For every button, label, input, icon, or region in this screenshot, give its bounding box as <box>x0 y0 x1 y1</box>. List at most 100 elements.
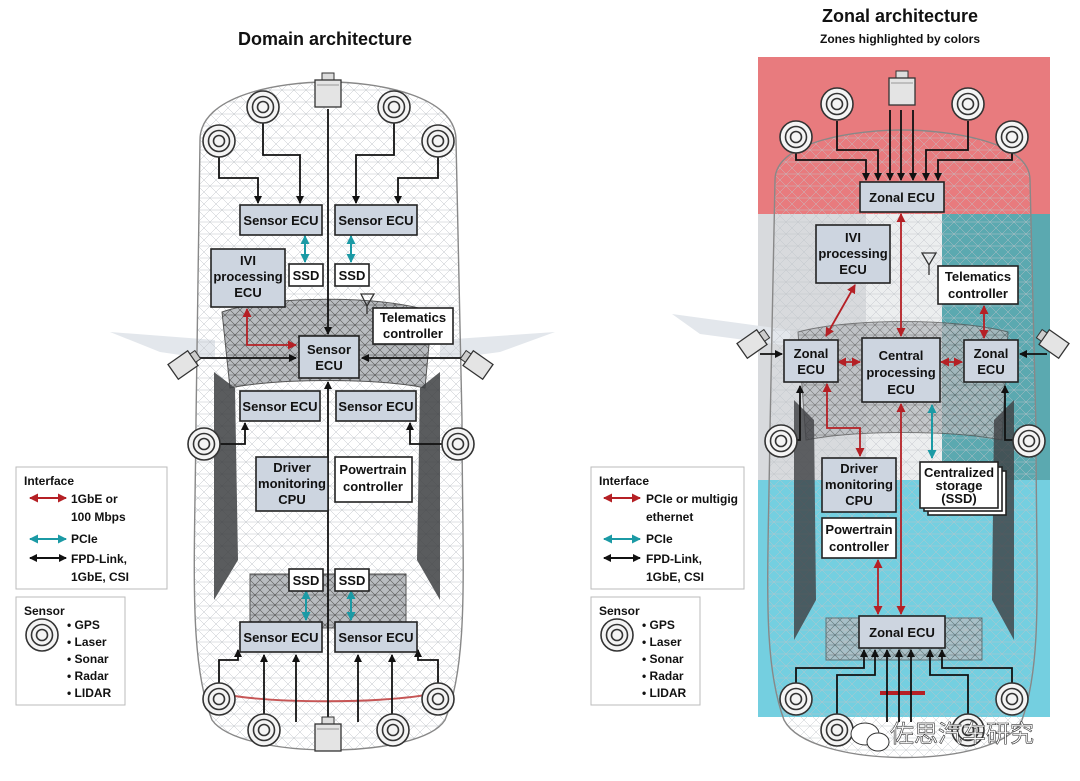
camera-icon <box>459 349 494 381</box>
sensor-ecu-rear-right: Sensor ECU <box>334 621 418 653</box>
svg-text:• Laser: • Laser <box>67 635 107 649</box>
ethernet-link-left <box>242 308 297 350</box>
camera-icon <box>167 349 202 381</box>
fpd-links-right <box>760 110 1047 722</box>
svg-text:1GbE, CSI: 1GbE, CSI <box>646 570 704 584</box>
zonal-title: Zonal architecture <box>822 6 978 26</box>
domain-title: Domain architecture <box>238 29 412 49</box>
interface-legend-left: Interface 1GbE or 100 Mbps PCIe FPD-Link… <box>15 466 168 590</box>
svg-text:• LIDAR: • LIDAR <box>67 686 112 700</box>
zonal-ecu-right: Zonal ECU <box>963 339 1019 383</box>
sensor-icon <box>995 682 1029 716</box>
car-body-left <box>110 81 555 751</box>
sensors-right <box>736 70 1070 747</box>
svg-text:(SSD): (SSD) <box>941 491 976 506</box>
centralized-storage-ssd: Centralized storage (SSD) <box>919 461 1007 516</box>
svg-text:PCIe: PCIe <box>71 532 98 546</box>
svg-text:PCIe: PCIe <box>646 532 673 546</box>
sensors-left <box>167 72 494 752</box>
central-sensor-ecu: Sensor ECU <box>298 335 360 379</box>
pcie-links-left <box>300 235 356 621</box>
svg-text:CPU: CPU <box>278 492 305 507</box>
svg-text:Sensor ECU: Sensor ECU <box>243 213 318 228</box>
telematics-controller-left: Telematics controller <box>372 307 454 345</box>
zonal-subtitle: Zones highlighted by colors <box>820 32 980 46</box>
svg-text:ECU: ECU <box>839 262 866 277</box>
svg-text:1GbE or: 1GbE or <box>71 492 118 506</box>
svg-text:• GPS: • GPS <box>642 618 675 632</box>
svg-text:Zonal ECU: Zonal ECU <box>869 625 935 640</box>
svg-text:Sensor ECU: Sensor ECU <box>338 630 413 645</box>
ethernet-links-right <box>822 213 989 615</box>
svg-text:• Sonar: • Sonar <box>642 652 684 666</box>
driver-monitoring-cpu-left: Driver monitoring CPU <box>255 456 329 512</box>
sensor-icon <box>951 87 985 121</box>
svg-text:SSD: SSD <box>293 268 320 283</box>
svg-text:佐思汽车研究: 佐思汽车研究 <box>890 720 1034 748</box>
svg-text:1GbE, CSI: 1GbE, CSI <box>71 570 129 584</box>
sensor-ecu-rear-left: Sensor ECU <box>239 621 323 653</box>
sensor-ecu-front-left: Sensor ECU <box>239 204 323 236</box>
svg-text:• Radar: • Radar <box>642 669 684 683</box>
zonal-ecu-left: Zonal ECU <box>783 339 839 383</box>
domain-architecture: Domain architecture <box>15 29 555 752</box>
svg-text:processing: processing <box>818 246 887 261</box>
svg-text:SSD: SSD <box>293 573 320 588</box>
ssd-rear-right: SSD <box>334 568 370 592</box>
svg-text:controller: controller <box>948 286 1008 301</box>
svg-text:processing: processing <box>866 365 935 380</box>
svg-text:FPD-Link,: FPD-Link, <box>71 552 127 566</box>
svg-text:Sensor: Sensor <box>307 342 351 357</box>
powertrain-controller-right: Powertrain controller <box>821 517 897 559</box>
svg-text:CPU: CPU <box>845 493 872 508</box>
sensor-ecu-mid-right: Sensor ECU <box>335 390 417 422</box>
zonal-architecture: Zonal architecture Zones highlighted by … <box>590 6 1070 759</box>
sensor-icon <box>246 90 280 124</box>
central-processing-ecu: Central processing ECU <box>861 337 941 403</box>
svg-text:• GPS: • GPS <box>67 618 100 632</box>
sensor-icon <box>247 713 281 747</box>
sensor-icon <box>764 424 798 458</box>
svg-text:ECU: ECU <box>797 362 824 377</box>
ssd-front-left: SSD <box>288 263 324 287</box>
svg-text:• Sonar: • Sonar <box>67 652 109 666</box>
sensor-icon <box>820 713 854 747</box>
svg-text:PCIe or multigig: PCIe or multigig <box>646 492 738 506</box>
svg-text:100 Mbps: 100 Mbps <box>71 510 126 524</box>
camera-icon <box>736 328 771 360</box>
svg-text:Sensor ECU: Sensor ECU <box>243 630 318 645</box>
zonal-ecu-rear: Zonal ECU <box>858 615 946 649</box>
ivi-processing-ecu-left: IVI processing ECU <box>210 248 286 308</box>
sensor-icon <box>1012 424 1046 458</box>
svg-text:processing: processing <box>213 269 282 284</box>
sensor-icon <box>779 120 813 154</box>
svg-text:SSD: SSD <box>339 573 366 588</box>
antenna-icon <box>359 293 376 314</box>
sensor-icon <box>376 713 410 747</box>
svg-text:Sensor ECU: Sensor ECU <box>242 399 317 414</box>
svg-text:Interface: Interface <box>24 474 74 488</box>
sensor-icon <box>202 682 236 716</box>
wechat-logo-icon <box>850 722 890 752</box>
svg-text:Zonal: Zonal <box>974 346 1009 361</box>
svg-text:IVI: IVI <box>240 253 256 268</box>
sensor-icon <box>377 90 411 124</box>
svg-text:Powertrain: Powertrain <box>825 522 892 537</box>
ssd-rear-left: SSD <box>288 568 324 592</box>
svg-text:ECU: ECU <box>977 362 1004 377</box>
svg-text:Sensor: Sensor <box>599 604 640 618</box>
svg-text:Driver: Driver <box>273 460 311 475</box>
svg-text:Telematics: Telematics <box>945 269 1011 284</box>
sensor-icon <box>600 618 634 652</box>
sensor-ecu-front-right: Sensor ECU <box>334 204 418 236</box>
sensor-ecu-mid-left: Sensor ECU <box>239 390 321 422</box>
camera-icon <box>1035 328 1070 360</box>
interface-legend-right: Interface PCIe or multigig ethernet PCIe… <box>590 466 745 590</box>
sensor-icon <box>779 682 813 716</box>
svg-text:controller: controller <box>829 539 889 554</box>
watermark: 佐思汽车研究 <box>850 720 1034 752</box>
svg-text:SSD: SSD <box>339 268 366 283</box>
sensor-icon <box>421 124 455 158</box>
svg-text:storage: storage <box>936 478 983 493</box>
